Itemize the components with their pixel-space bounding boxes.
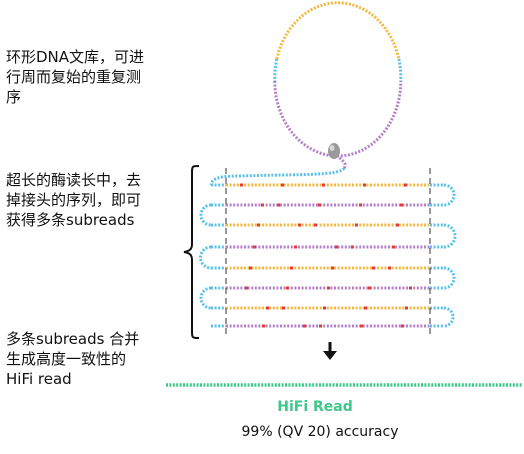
circular-library-description: 环形DNA文库，可进 行周而复始的重复测 序 — [6, 48, 145, 106]
accuracy-label: 99% (QV 20) accuracy — [241, 424, 399, 440]
subread-turn-right — [443, 266, 456, 290]
subread-turn-left — [199, 286, 212, 310]
subreads-serpentine — [199, 166, 457, 328]
subread-error-mark — [327, 286, 330, 290]
merge-arrow-icon — [323, 342, 337, 360]
circle-arc-purple — [273, 80, 403, 158]
subread-turn-right — [443, 183, 456, 207]
subread-error-mark — [253, 245, 256, 249]
circle-tail — [333, 151, 347, 170]
subread-error-mark — [257, 223, 260, 227]
subread-turn-right — [443, 306, 455, 328]
subread-error-mark — [351, 245, 354, 249]
subread-lead-in — [209, 166, 346, 186]
subread-error-mark — [303, 324, 306, 328]
subread-turn-left — [199, 245, 212, 270]
subread-error-mark — [245, 286, 248, 290]
subread-error-mark — [396, 223, 399, 227]
circular-dna-library — [273, 1, 403, 170]
subread-error-mark — [368, 286, 371, 290]
circle-arc-orange — [275, 1, 401, 60]
subread-error-mark — [282, 306, 285, 310]
subread-error-mark — [363, 183, 366, 187]
subread-error-mark — [318, 203, 321, 207]
subread-error-mark — [281, 183, 284, 187]
hifi-read-label: HiFi Read — [277, 399, 353, 415]
subreads-description: 超长的酶读长中，去 掉接头的序列，即可 获得多条subreads — [6, 171, 142, 229]
circle-arc-blue-left — [273, 58, 279, 82]
subread-error-mark — [331, 266, 334, 270]
merge-description: 多条subreads 合并 生成高度一致性的 HiFi read — [6, 330, 140, 388]
subread-error-mark — [392, 245, 395, 249]
subread-error-mark — [266, 306, 269, 310]
subread-error-mark — [319, 324, 322, 328]
subread-error-mark — [335, 245, 338, 249]
subread-error-mark — [277, 203, 280, 207]
subread-error-mark — [286, 286, 289, 290]
subread-turn-right — [443, 223, 457, 249]
subread-error-mark — [298, 223, 301, 227]
subread-error-mark — [409, 286, 412, 290]
subread-turn-left — [199, 203, 212, 227]
subread-error-mark — [249, 266, 252, 270]
subread-error-mark — [359, 203, 362, 207]
subread-error-mark — [364, 306, 367, 310]
subread-error-mark — [294, 245, 297, 249]
subread-error-mark — [290, 266, 293, 270]
subread-error-mark — [240, 183, 243, 187]
subread-error-mark — [388, 266, 391, 270]
subread-error-mark — [323, 306, 326, 310]
bracket-brace — [183, 165, 200, 339]
subread-error-mark — [404, 183, 407, 187]
circle-arc-blue-right — [397, 58, 403, 82]
subread-error-mark — [262, 324, 265, 328]
subread-error-mark — [322, 183, 325, 187]
subread-error-mark — [372, 266, 375, 270]
polymerase-icon — [328, 143, 340, 159]
subread-error-mark — [314, 223, 317, 227]
subread-error-mark — [360, 324, 363, 328]
subread-error-mark — [400, 203, 403, 207]
subread-error-mark — [401, 324, 404, 328]
polymerase-highlight — [329, 145, 335, 151]
subread-error-mark — [261, 203, 264, 207]
subread-error-mark — [405, 306, 408, 310]
subread-error-mark — [355, 223, 358, 227]
